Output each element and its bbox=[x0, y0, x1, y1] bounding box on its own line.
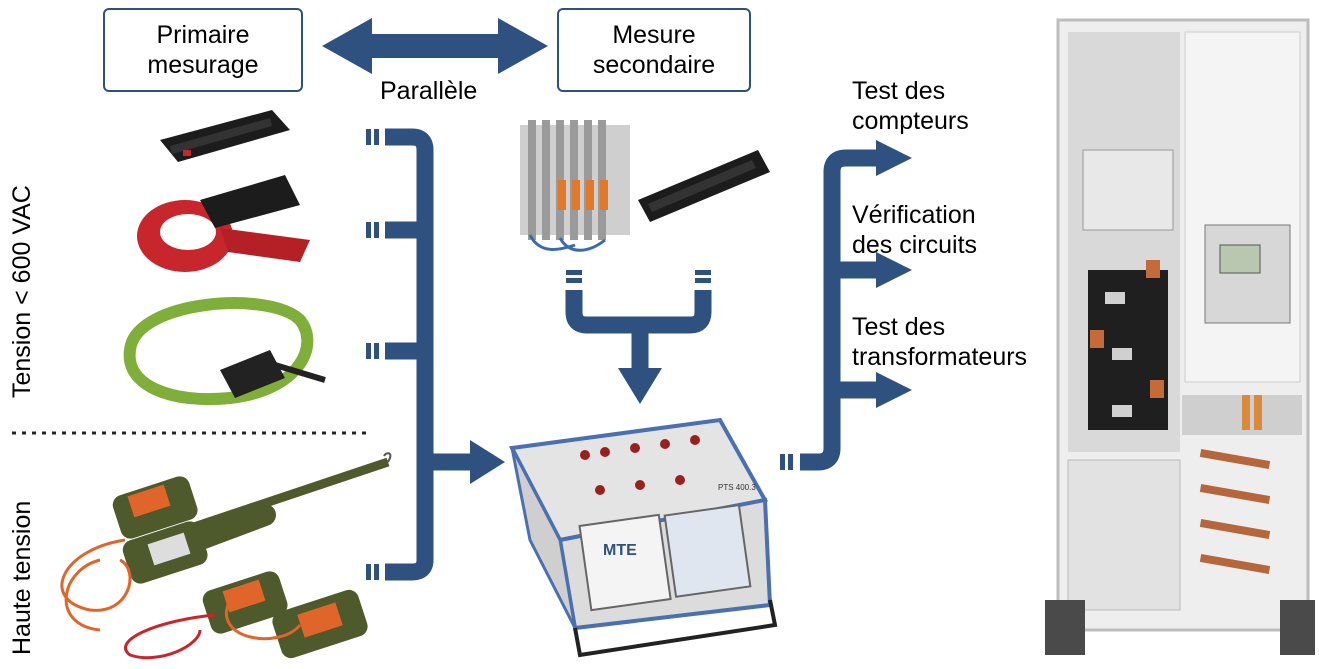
output-transformer-test: Test des transformateurs bbox=[852, 313, 1028, 371]
parallel-label: Parallèle bbox=[380, 77, 478, 105]
primary-arrow-head bbox=[470, 440, 505, 484]
device-model: PTS 400.3 bbox=[718, 483, 756, 492]
primary-measurement-label: Primaire mesurage bbox=[147, 21, 259, 79]
output-meter-test: Test des compteurs bbox=[852, 77, 969, 135]
output-arrow-heads bbox=[780, 140, 912, 470]
rogowski-coil-image bbox=[123, 297, 326, 406]
red-clamp-image bbox=[137, 175, 310, 272]
secondary-arrow-head bbox=[618, 368, 662, 404]
primary-measurement-box: Primaire mesurage bbox=[103, 8, 303, 92]
device-brand: MTE bbox=[603, 542, 637, 559]
primary-dash-marks bbox=[366, 129, 379, 580]
secondary-measurement-label: Mesure secondaire bbox=[592, 21, 716, 79]
small-clamp-image bbox=[160, 110, 290, 162]
secondary-measurement-box: Mesure secondaire bbox=[557, 8, 751, 92]
high-voltage-sensors-image bbox=[60, 452, 392, 660]
terminal-blocks-image bbox=[520, 120, 770, 252]
mte-device-image: MTE PTS 400.3 bbox=[508, 417, 778, 658]
output-arrows bbox=[800, 149, 878, 471]
secondary-dash-marks bbox=[566, 270, 711, 283]
secondary-collector-arrow bbox=[565, 290, 712, 370]
output-circuit-verification: Vérification des circuits bbox=[852, 201, 978, 259]
primary-collector-arrow bbox=[385, 128, 478, 581]
parallel-double-arrow bbox=[322, 18, 548, 74]
meter-cabinet-image bbox=[1045, 18, 1315, 655]
